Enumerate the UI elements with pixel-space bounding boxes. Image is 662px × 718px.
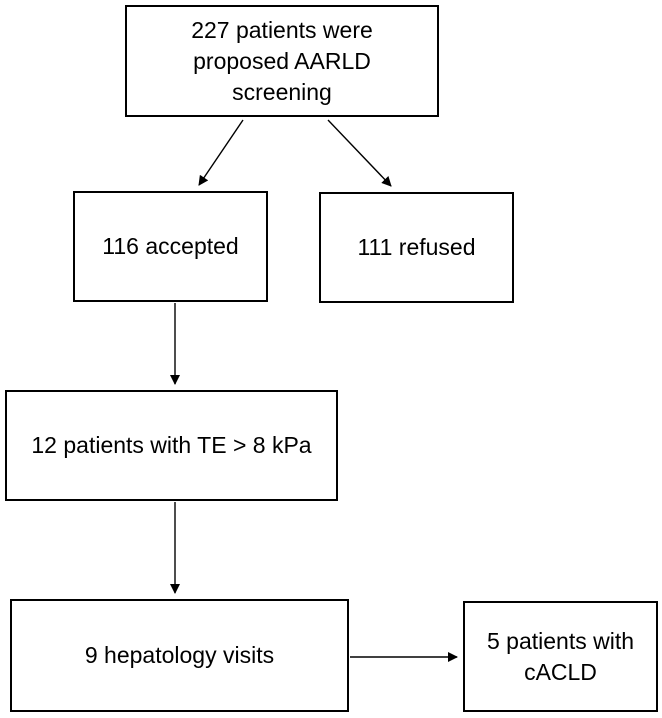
refused-box: 111 refused — [319, 192, 514, 303]
te-positive-box: 12 patients with TE > 8 kPa — [5, 390, 338, 501]
hepatology-visits-box: 9 hepatology visits — [10, 599, 349, 712]
te-positive-text: 12 patients with TE > 8 kPa — [31, 432, 312, 458]
arrow-screening-to-refused — [327, 119, 392, 187]
cacld-box: 5 patients with cACLD — [463, 601, 658, 712]
accepted-box: 116 accepted — [73, 191, 268, 302]
arrow-screening-to-accepted — [198, 119, 244, 186]
screening-box: 227 patients were proposed AARLD screeni… — [125, 5, 439, 117]
refused-text: 111 refused — [357, 234, 476, 260]
cacld-text: 5 patients with cACLD — [486, 627, 635, 685]
accepted-text: 116 accepted — [102, 233, 239, 259]
hepatology-visits-text: 9 hepatology visits — [84, 642, 275, 668]
screening-text: 227 patients were proposed AARLD screeni… — [191, 16, 373, 105]
